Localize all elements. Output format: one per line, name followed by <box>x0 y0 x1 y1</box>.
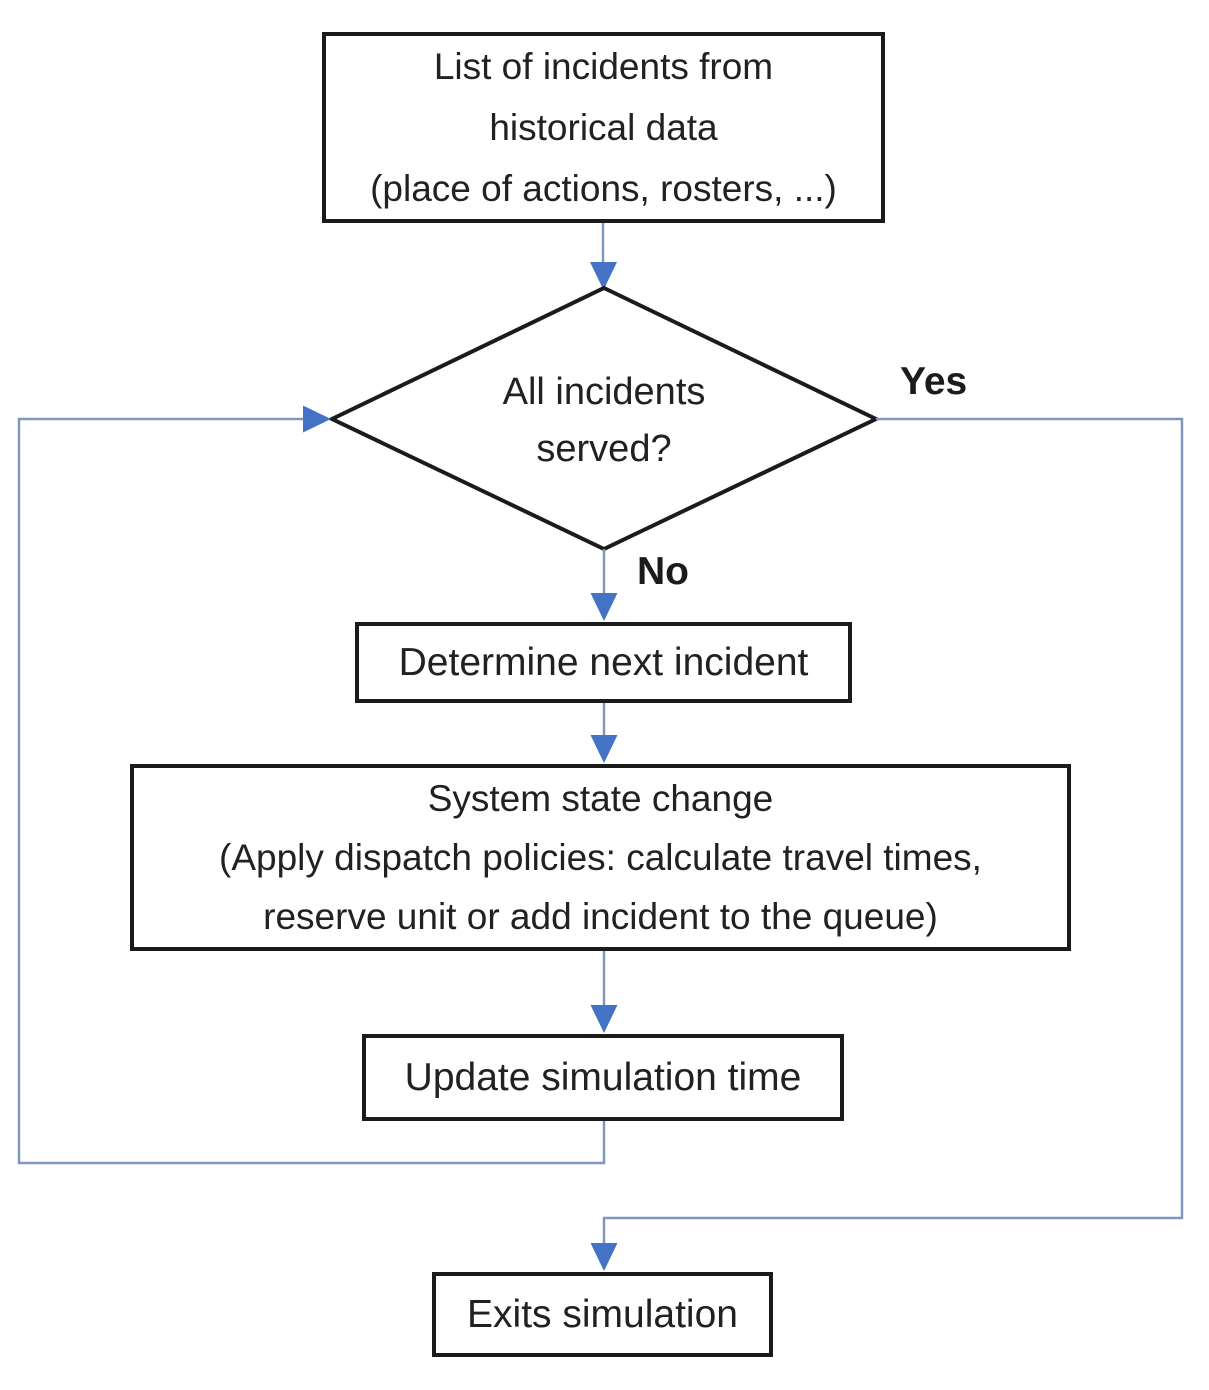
node-system-state-change: System state change (Apply dispatch poli… <box>130 764 1071 951</box>
node-update-simulation-time: Update simulation time <box>362 1034 844 1121</box>
arrow-right-icon <box>303 405 331 433</box>
node-determine-label: Determine next incident <box>398 640 809 684</box>
node-exits-simulation: Exits simulation <box>432 1272 773 1357</box>
node-determine-next-incident: Determine next incident <box>355 622 852 703</box>
node-system-state-label: System state change (Apply dispatch poli… <box>219 778 982 937</box>
node-start-label: List of incidents from historical data (… <box>370 46 837 209</box>
arrow-down-icon <box>590 735 618 763</box>
node-start: List of incidents from historical data (… <box>322 32 885 223</box>
connector-loop-to-decision <box>17 417 606 1165</box>
connector-yes-to-exit <box>602 417 1184 1245</box>
node-update-time-label: Update simulation time <box>404 1055 802 1099</box>
node-decision-label: All incidents served? <box>502 371 706 470</box>
edge-label-no: No <box>637 550 689 593</box>
arrow-down-icon <box>590 593 618 621</box>
arrow-down-icon <box>590 1243 618 1271</box>
edge-label-yes: Yes <box>900 360 968 403</box>
arrow-down-icon <box>590 1005 618 1033</box>
arrow-down-icon <box>590 262 617 290</box>
node-exit-label: Exits simulation <box>467 1292 738 1336</box>
